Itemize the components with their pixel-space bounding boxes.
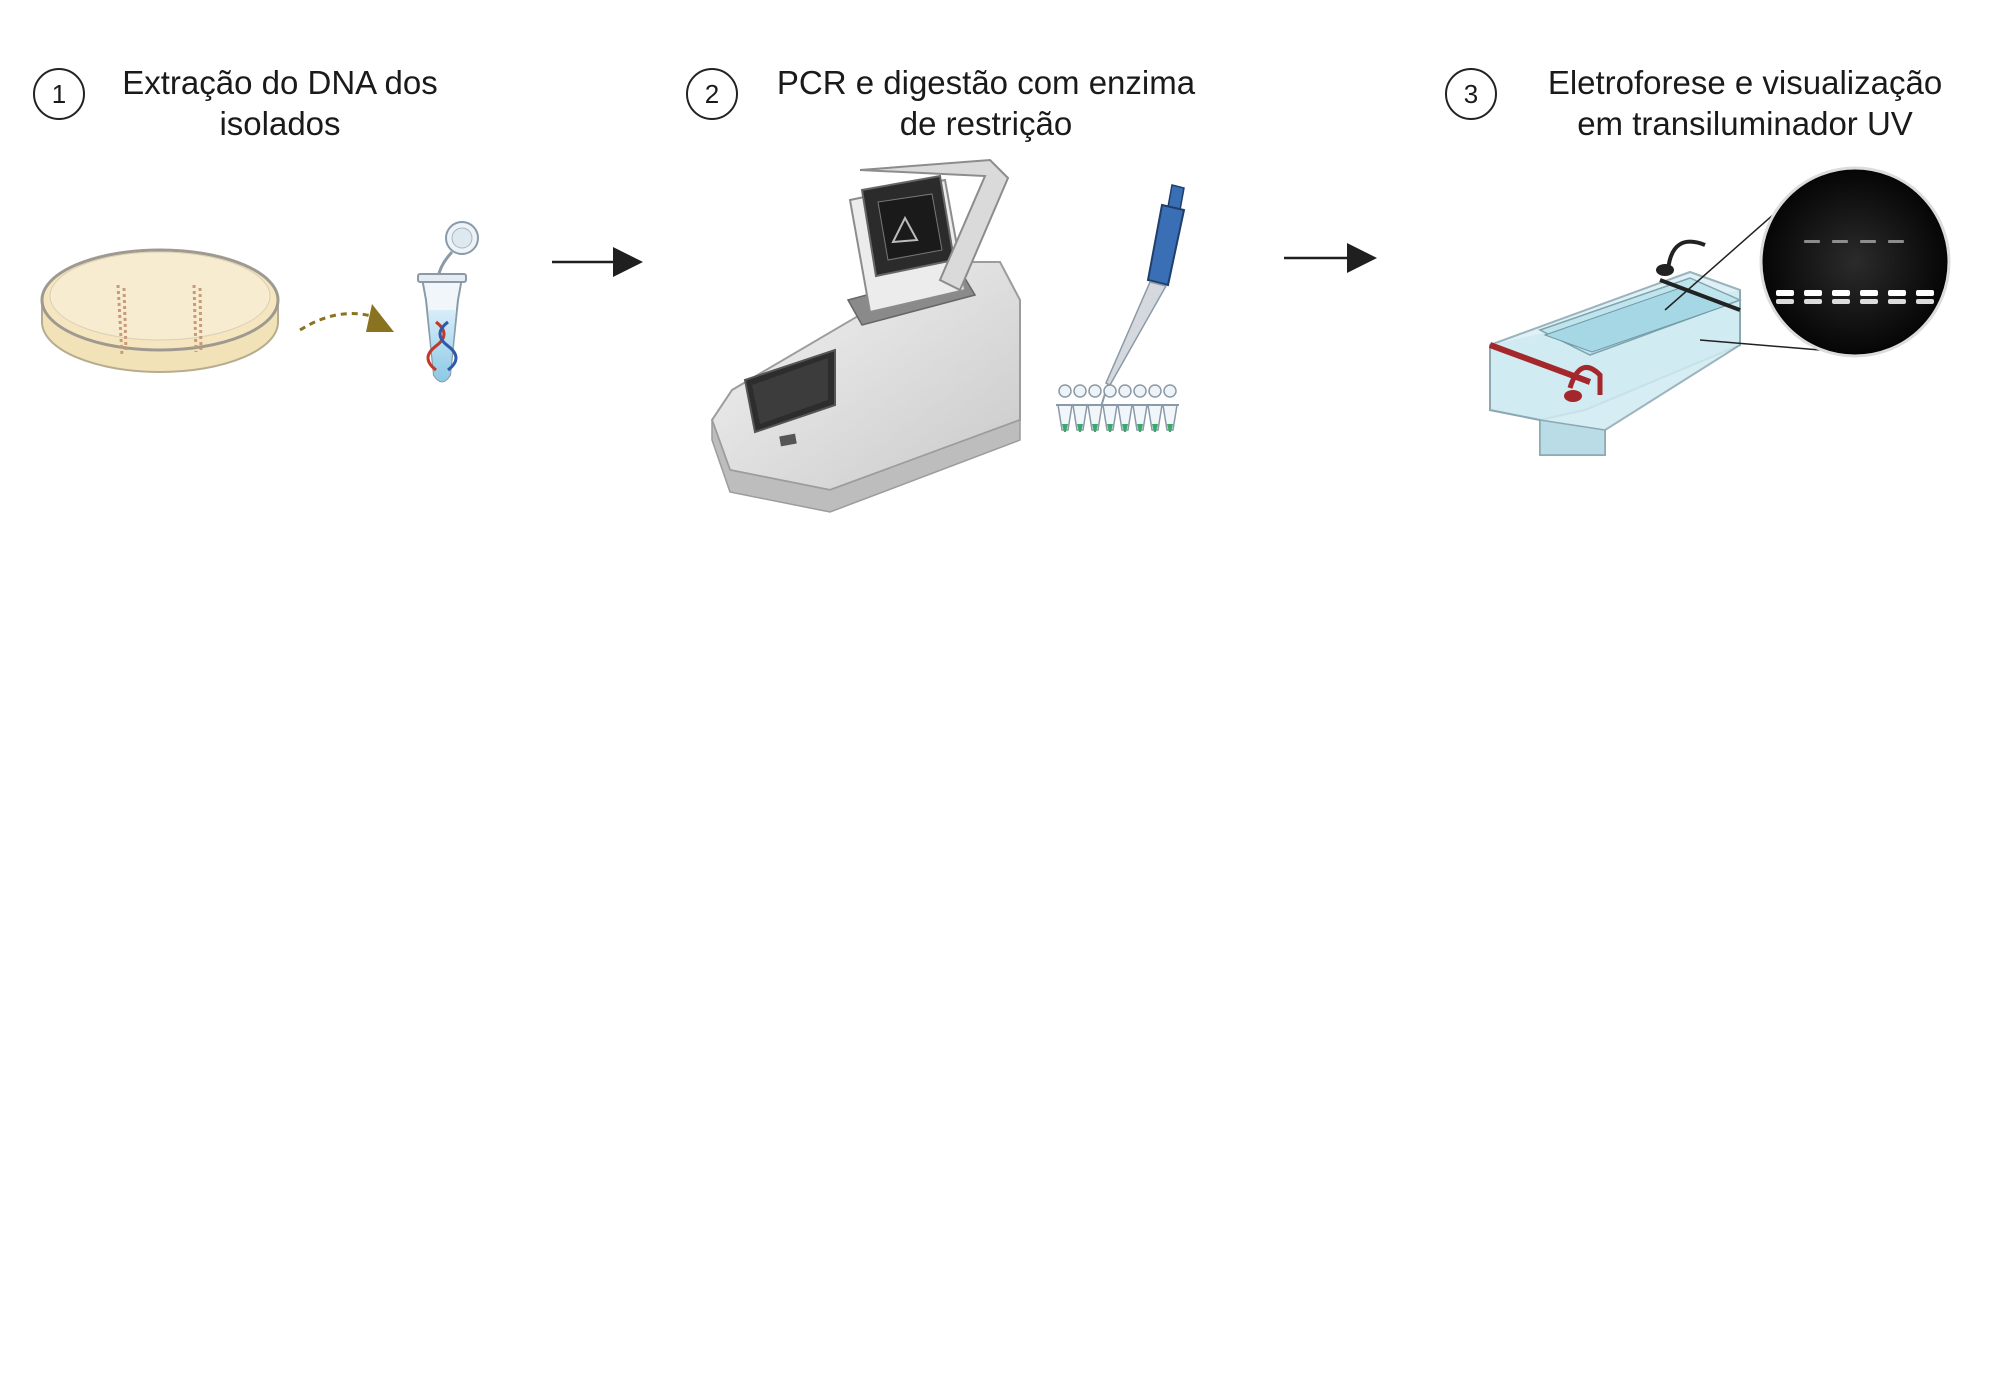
petri-dish-icon (40, 248, 280, 373)
thermocycler-icon (710, 158, 1021, 513)
gel-tank-icon (1488, 239, 1743, 456)
step-1-title-line1: Extração do DNA dos (122, 64, 438, 101)
step-2-number: 2 (686, 68, 738, 120)
bacterial-streaks (116, 284, 203, 356)
step-2-header: 2 PCR e digestão com enzima de restrição (686, 62, 1246, 152)
step-3-title-line2: em transiluminador UV (1577, 105, 1913, 142)
dna-helix-icon (426, 320, 458, 372)
microtube-icon (417, 221, 479, 383)
step-2-title-line1: PCR e digestão com enzima (776, 64, 1196, 101)
step-1-header: 1 Extração do DNA dos isolados (30, 62, 480, 152)
step-1-title-line2: isolados (219, 105, 341, 142)
gel-image-icon (1664, 166, 1951, 358)
step-2-title-line2: de restrição (899, 105, 1073, 142)
step-1-title: Extração do DNA dos isolados (95, 62, 465, 144)
step-3-title-line1: Eletroforese e visualização (1547, 64, 1943, 101)
transfer-arrow (299, 304, 394, 332)
step-1-number: 1 (33, 68, 85, 120)
step-3-header: 3 Eletroforese e visualização em transil… (1445, 62, 1995, 152)
step-3-title: Eletroforese e visualização em transilum… (1525, 62, 1965, 144)
step-3-number: 3 (1445, 68, 1497, 120)
pcr-strip-icon (1056, 384, 1179, 432)
pipette-icon (1099, 184, 1186, 411)
step-2-title: PCR e digestão com enzima de restrição (756, 62, 1216, 144)
